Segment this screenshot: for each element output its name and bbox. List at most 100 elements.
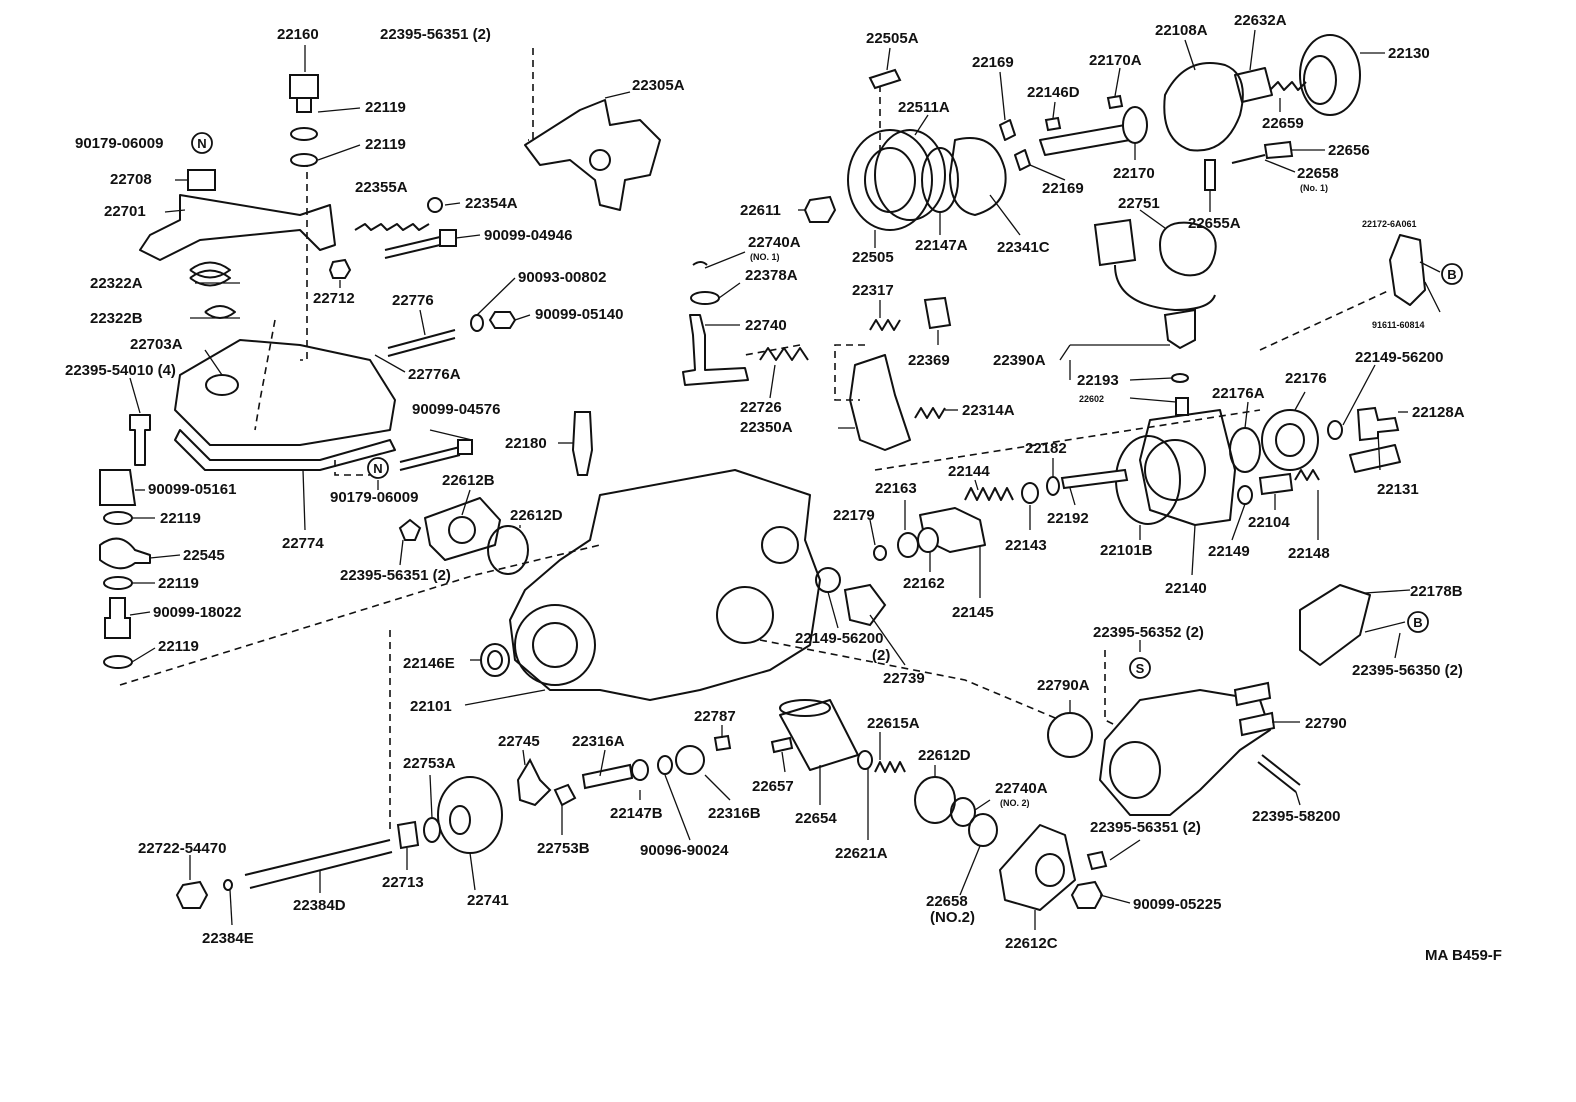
label-22182: 22182 [1025, 440, 1067, 457]
cover-22703A [174, 339, 396, 446]
assembly-dashed-lines [119, 48, 1391, 830]
oring-22612D-b [914, 776, 956, 824]
lever-22740 [682, 314, 749, 386]
label-22316B: 22316B [708, 805, 761, 822]
symbol-circles: N N B B S [191, 132, 1463, 679]
spring-22314A [914, 407, 946, 419]
spring-22322B [204, 305, 236, 319]
label-22104: 22104 [1248, 514, 1290, 531]
washer-22753A [423, 817, 441, 843]
leader-lines [129, 29, 1441, 930]
label-22170: 22170 [1113, 165, 1155, 182]
label-22145: 22145 [952, 604, 994, 621]
label-22317: 22317 [852, 282, 894, 299]
shim-22143 [1021, 482, 1039, 504]
housing-port-top [761, 526, 799, 564]
timer-22790 [1099, 689, 1271, 816]
label-22505A: 22505A [866, 30, 919, 47]
label-22160: 22160 [277, 26, 319, 43]
label-22193: 22193 [1077, 372, 1119, 389]
label-22659: 22659 [1262, 115, 1304, 132]
banjo-22545 [99, 537, 151, 570]
washer-22119-d [103, 576, 133, 590]
key-22169-a [999, 119, 1016, 141]
label-22143: 22143 [1005, 537, 1047, 554]
lever-22701 [139, 194, 336, 261]
timer-22790-bore [1109, 741, 1161, 799]
pulley-22130 [1299, 34, 1361, 116]
bolt-22395-56351-mid [398, 518, 422, 541]
washer-22753B [553, 783, 577, 807]
label-22163: 22163 [875, 480, 917, 497]
plate-22511A [874, 129, 946, 221]
cover-22612C [999, 824, 1076, 911]
bolt-head-04576 [457, 439, 473, 455]
label-22378A: 22378A [745, 267, 798, 284]
label-22101: 22101 [410, 698, 452, 715]
label-90179-06009-a: 90179-06009 [75, 135, 163, 152]
label-22776: 22776 [392, 292, 434, 309]
label-90179-06009-b: 90179-06009 [330, 489, 418, 506]
bolt-22395-54010 [129, 414, 151, 466]
label-22774: 22774 [282, 535, 324, 552]
oring-22790A [1047, 712, 1093, 758]
washer-22384E [223, 879, 233, 891]
label-22511A: 22511A [898, 99, 950, 116]
label-22395-56351-mid: 22395-56351 (2) [340, 567, 451, 584]
plug-22658-2 [968, 813, 998, 847]
valve-22176 [1261, 409, 1319, 471]
note-22149-56200-two: (2) [872, 647, 890, 664]
part-sketches [99, 34, 1426, 911]
label-22354A: 22354A [465, 195, 518, 212]
cap-22369 [923, 296, 952, 330]
plug-bolt-22160 [289, 74, 319, 113]
solenoid-22751 [1159, 221, 1217, 277]
washer-90093-00802 [470, 314, 484, 332]
label-22149: 22149 [1208, 543, 1250, 560]
label-22130: 22130 [1388, 45, 1430, 62]
plug-22739 [843, 583, 887, 627]
nut-90099-05140 [488, 311, 517, 329]
key-22170A [1106, 94, 1124, 110]
label-22176: 22176 [1285, 370, 1327, 387]
symbol-n-a-text: N [197, 136, 206, 151]
label-90093-00802: 90093-00802 [518, 269, 606, 286]
pin-22146D [1044, 116, 1062, 132]
label-22395-56350: 22395-56350 (2) [1352, 662, 1463, 679]
symbol-b-a-text: B [1447, 267, 1456, 282]
label-22654: 22654 [795, 810, 837, 827]
label-22656: 22656 [1328, 142, 1370, 159]
washer-22621A [857, 750, 873, 770]
cam-22341C [949, 137, 1007, 216]
bracket-22178B [1299, 584, 1371, 666]
label-22632A: 22632A [1234, 12, 1287, 29]
label-22395-54010: 22395-54010 (4) [65, 362, 176, 379]
ring-22741-inner [449, 805, 471, 835]
pin-22655A [1204, 159, 1216, 191]
flange-22612B-hole [448, 516, 476, 544]
label-22708: 22708 [110, 171, 152, 188]
label-22395-56351-bot: 22395-56351 (2) [1090, 819, 1201, 836]
label-22149-56200-b: 22149-56200 [795, 630, 883, 647]
bolt-22395-58200 [1257, 754, 1301, 793]
label-22176A: 22176A [1212, 385, 1265, 402]
label-22395-58200: 22395-58200 [1252, 808, 1340, 825]
bracket-22172-6A061 [1389, 234, 1426, 306]
label-22148: 22148 [1288, 545, 1330, 562]
pin-22658-1 [1231, 154, 1266, 164]
label-22621A: 22621A [835, 845, 888, 862]
spring-22726 [759, 347, 809, 361]
label-22322A: 22322A [90, 275, 143, 292]
label-22658-1: 22658 [1297, 165, 1339, 182]
piston-22104 [1258, 472, 1294, 496]
label-22140: 22140 [1165, 580, 1207, 597]
label-22350A: 22350A [740, 419, 793, 436]
label-22740A-2: 22740A [995, 780, 1048, 797]
plunger-22192 [1060, 468, 1129, 490]
connector-22751 [1093, 218, 1137, 267]
note-22658-no2: (NO.2) [930, 909, 975, 926]
symbol-b-a [1441, 263, 1463, 285]
label-90096-90024: 90096-90024 [640, 842, 729, 859]
label-22162: 22162 [903, 575, 945, 592]
screw-22395-56351-bot [1086, 850, 1108, 871]
